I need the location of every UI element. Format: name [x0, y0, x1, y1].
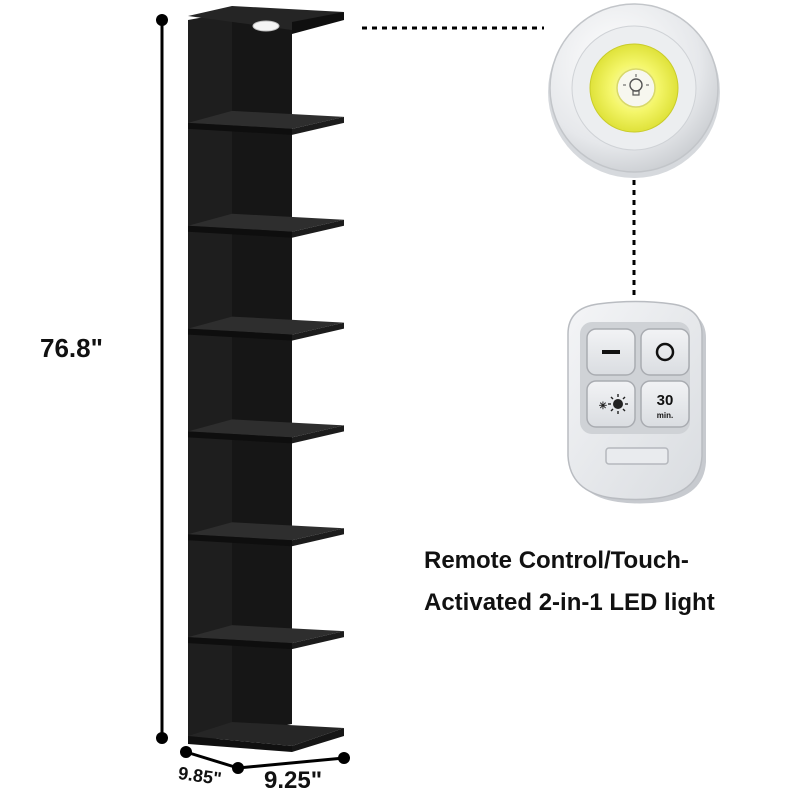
sun-brightness-icon: ✳ — [599, 394, 628, 414]
embedded-light — [252, 20, 280, 32]
shelf-board — [188, 110, 344, 135]
timer-value: 30 — [657, 392, 674, 409]
remote-control: ✳ 30 min. — [567, 300, 706, 504]
corner-bookshelf — [188, 6, 344, 744]
minus-icon — [602, 350, 620, 354]
light-bulb-icon — [623, 74, 649, 96]
product-caption: Remote Control/Touch- Activated 2-in-1 L… — [424, 540, 784, 624]
led-puck-light — [548, 3, 720, 178]
height-dimension-label: 76.8" — [40, 333, 103, 363]
shelf-side-panel — [188, 12, 232, 744]
timer-unit: min. — [657, 411, 673, 420]
off-button — [586, 328, 636, 376]
timer-button: 30 min. — [640, 380, 690, 428]
width-dimension-line — [237, 752, 350, 770]
battery-slot — [605, 447, 669, 465]
shelf-bottom — [188, 722, 344, 752]
brightness-button: ✳ — [586, 380, 636, 428]
caption-line-2: Activated 2-in-1 LED light — [424, 589, 715, 616]
circle-icon — [655, 342, 675, 362]
height-dimension-line — [156, 14, 168, 744]
shelf-board — [188, 522, 344, 547]
shelf-top-front — [292, 12, 344, 34]
svg-text:✳: ✳ — [599, 401, 608, 412]
width-dimension-label: 9.25" — [264, 767, 323, 794]
touch-button — [616, 68, 656, 108]
shelf-board — [188, 316, 344, 341]
shelf-boards — [188, 110, 344, 650]
shelf-board — [188, 625, 344, 650]
shelf-board — [188, 419, 344, 444]
caption-line-1: Remote Control/Touch- — [424, 547, 689, 574]
shelf-back-panel — [232, 12, 292, 736]
shelf-board — [188, 213, 344, 238]
on-button — [640, 328, 690, 376]
